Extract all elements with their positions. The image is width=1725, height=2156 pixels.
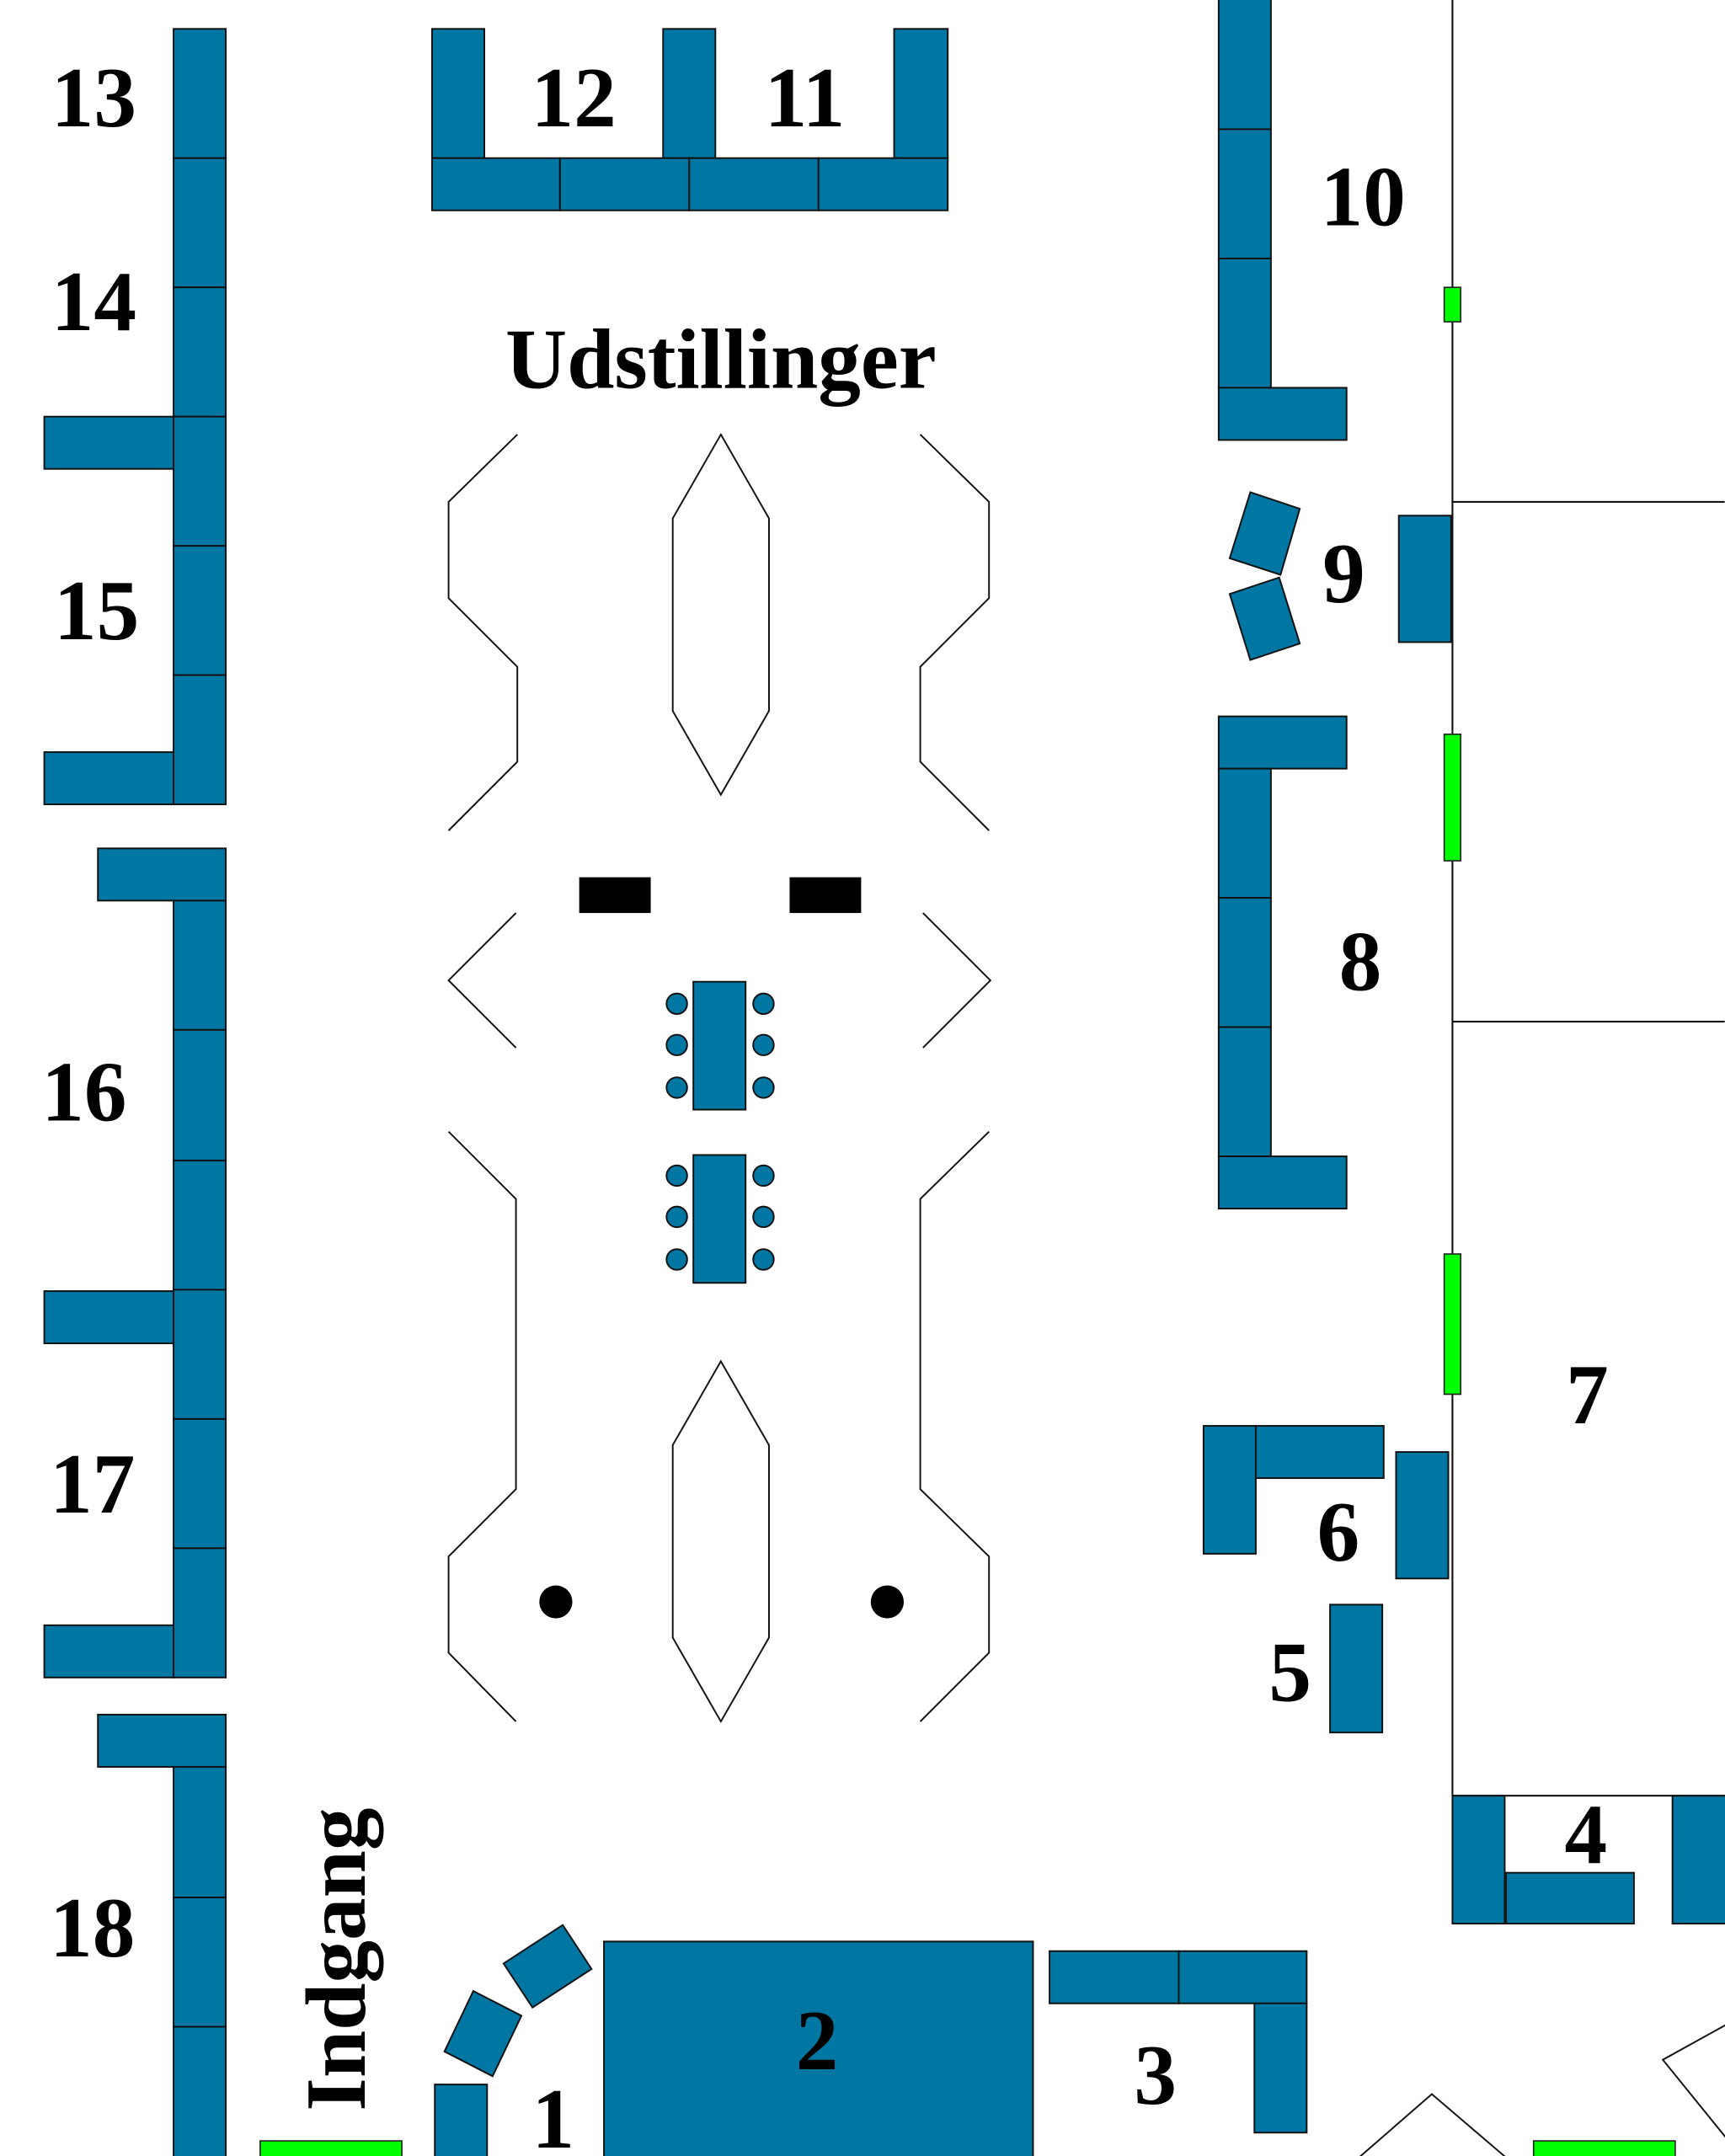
booth-group-4: [1451, 1795, 1725, 1925]
booth-label-2: 2: [796, 1993, 839, 2088]
exhibition-displays: [447, 432, 1725, 2156]
door: [1443, 734, 1462, 862]
table: [692, 980, 747, 1111]
black-dot: [539, 1585, 573, 1619]
booth-label-7: 7: [1566, 1348, 1609, 1442]
booth-label-16: 16: [41, 1045, 126, 1139]
booth-group-6: [1202, 1425, 1450, 1580]
door: [1443, 1253, 1462, 1396]
walls: [1451, 0, 1725, 1797]
booth-label-3: 3: [1134, 2028, 1177, 2122]
booth-label-6: 6: [1317, 1485, 1360, 1579]
booth-group-8: [1217, 715, 1348, 1210]
booth-group-18: [97, 1713, 227, 2156]
booth-label-10: 10: [1321, 150, 1406, 244]
entrance-label: Indgang: [289, 1807, 383, 2111]
booth-label-15: 15: [54, 563, 139, 658]
booth-group-16-17: [43, 847, 227, 1678]
booth-label-13: 13: [51, 51, 136, 145]
booth-label-4: 4: [1564, 1787, 1607, 1881]
booth-group-1: [434, 1924, 593, 2156]
booth-label-1: 1: [531, 2072, 574, 2156]
booth-group-9: [1228, 491, 1452, 661]
booth-label-5: 5: [1268, 1625, 1311, 1720]
booth-label-9: 9: [1322, 526, 1365, 621]
booth-group-13-15: [43, 28, 227, 806]
booth-label-14: 14: [51, 254, 136, 349]
black-block: [789, 877, 862, 914]
black-dot: [870, 1585, 904, 1619]
booth-group-10: [1217, 0, 1348, 441]
booth-2: [603, 1940, 1034, 2156]
door: [1443, 286, 1462, 323]
labels: Udstillinger Indgang 1 2 3 4 5 6 7 8 9 1…: [41, 51, 1608, 2156]
chairs: [665, 992, 775, 1271]
booth-label-12: 12: [531, 51, 617, 145]
booth-5: [1329, 1604, 1384, 1734]
booth-label-17: 17: [50, 1437, 135, 1531]
booth-group-11-12: [431, 28, 949, 211]
entrance-door: [259, 2140, 403, 2156]
tables: [665, 980, 775, 1284]
door: [1532, 2140, 1676, 2156]
booth-label-8: 8: [1339, 915, 1382, 1009]
booth-label-18: 18: [50, 1881, 135, 1975]
doors: [259, 286, 1676, 2156]
black-block: [579, 877, 651, 914]
table: [692, 1154, 747, 1284]
title-label: Udstillinger: [505, 312, 937, 406]
booth-group-3: [1049, 1950, 1308, 2134]
booth-label-11: 11: [765, 51, 846, 145]
